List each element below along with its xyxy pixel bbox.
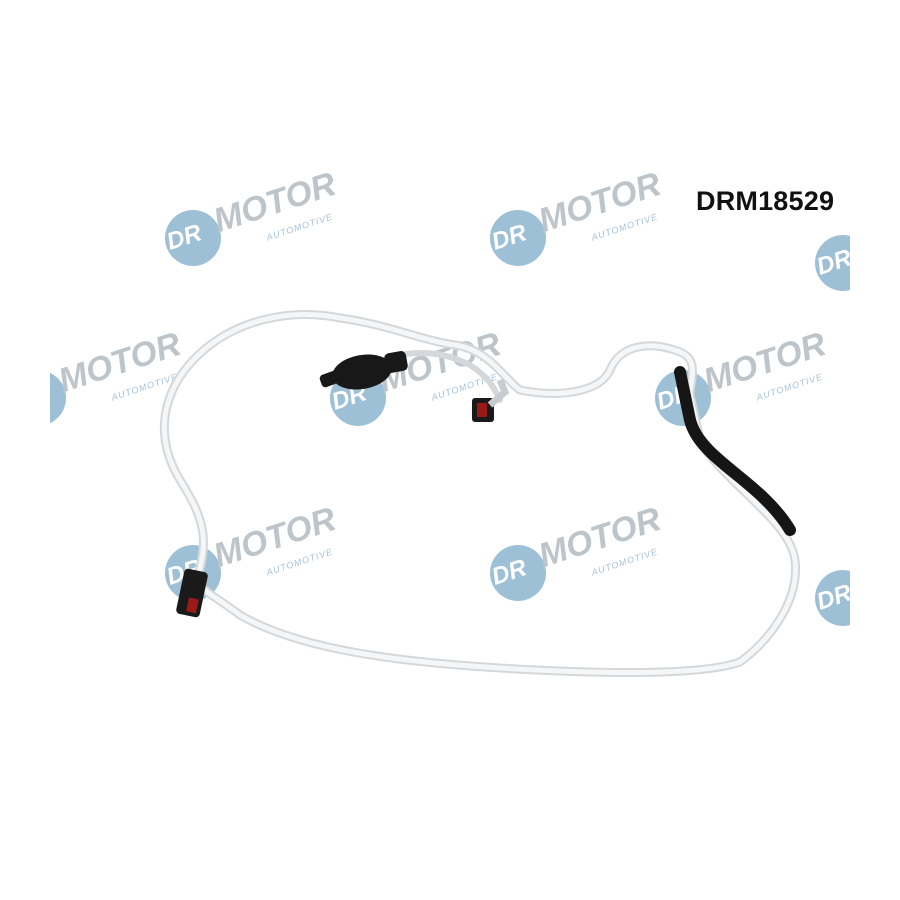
primer-bulb xyxy=(319,351,408,390)
hose-main-loop xyxy=(160,310,801,678)
logo-circle xyxy=(50,370,66,426)
logo-circle xyxy=(490,210,546,266)
hose-branch xyxy=(397,350,503,403)
logo-circle xyxy=(490,545,546,601)
elbow-connector xyxy=(472,378,510,422)
logo-circle xyxy=(165,210,221,266)
black-sleeve xyxy=(674,366,796,536)
product-code: DRM18529 xyxy=(696,186,835,216)
quick-connector xyxy=(176,568,208,618)
